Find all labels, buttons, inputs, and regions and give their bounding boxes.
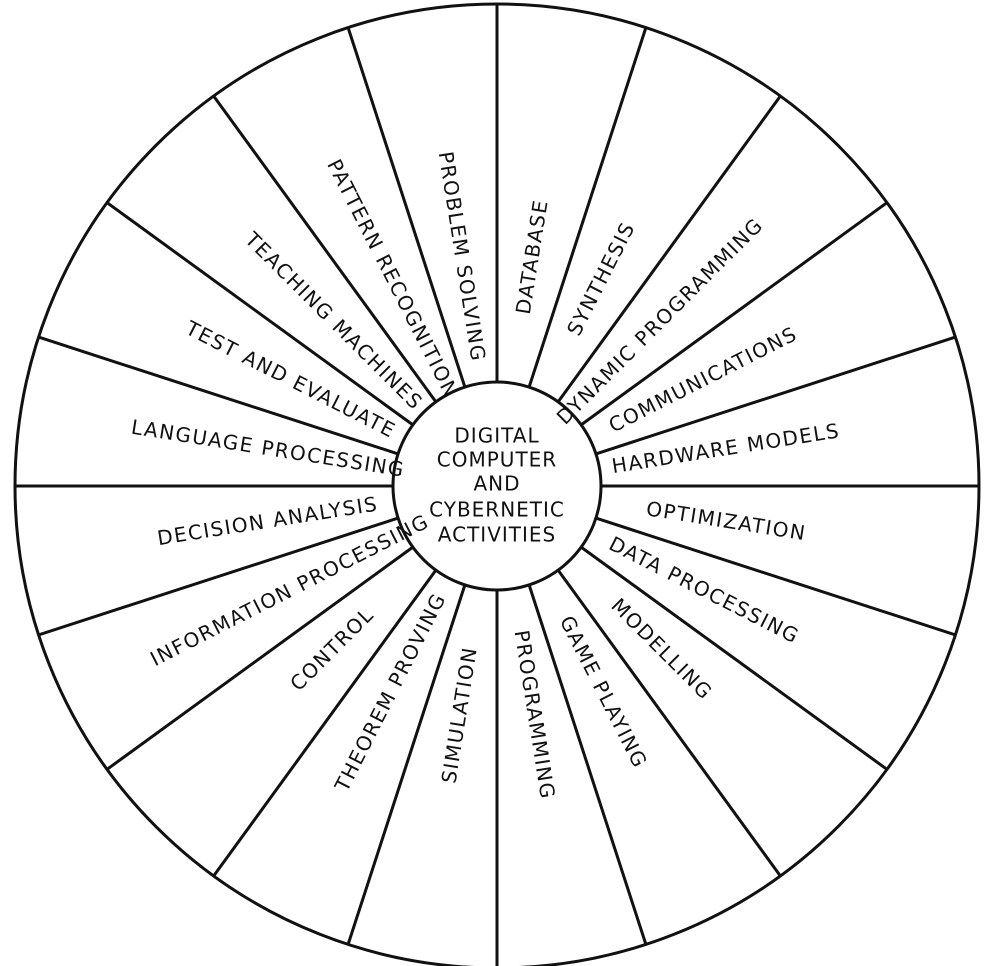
segment-divider [527, 27, 648, 388]
segment-label: MODELLING [606, 593, 717, 704]
segment-divider [595, 516, 956, 637]
segment-label: PROBLEM SOLVING [434, 150, 491, 364]
segment-divider [38, 516, 399, 637]
segment-label: OPTIMIZATION [645, 496, 808, 545]
segment-divider [106, 201, 414, 427]
segment-divider [212, 95, 438, 403]
segment-divider [38, 335, 399, 456]
hub-line-5: ACTIVITIES [438, 523, 556, 547]
segment-dividers [15, 4, 979, 966]
hub-line-4: CYBERNETIC [429, 498, 565, 522]
segment-divider [346, 584, 467, 945]
segment-divider [556, 569, 782, 877]
segment-divider [580, 545, 888, 771]
segment-divider [346, 27, 467, 388]
segment-divider [556, 95, 782, 403]
segment-label: SIMULATION [437, 645, 482, 785]
segment-label: SYNTHESIS [562, 218, 640, 340]
hub-line-3: AND [473, 472, 520, 496]
hub-circle [391, 380, 603, 592]
segment-label: DECISION ANALYSIS [155, 491, 379, 550]
segment-label: CONTROL [285, 602, 378, 695]
segment-label: DATABASE [511, 197, 553, 316]
segment-label: HARDWARE MODELS [610, 418, 842, 478]
segment-divider [106, 545, 414, 771]
segment-divider [212, 569, 438, 877]
hub-text: DIGITAL COMPUTER AND CYBERNETIC ACTIVITI… [429, 424, 565, 547]
segment-divider [595, 335, 956, 456]
segment-divider [527, 584, 648, 945]
hub-line-2: COMPUTER [437, 448, 557, 472]
segment-divider [580, 201, 888, 427]
hub-line-1: DIGITAL [454, 424, 539, 448]
